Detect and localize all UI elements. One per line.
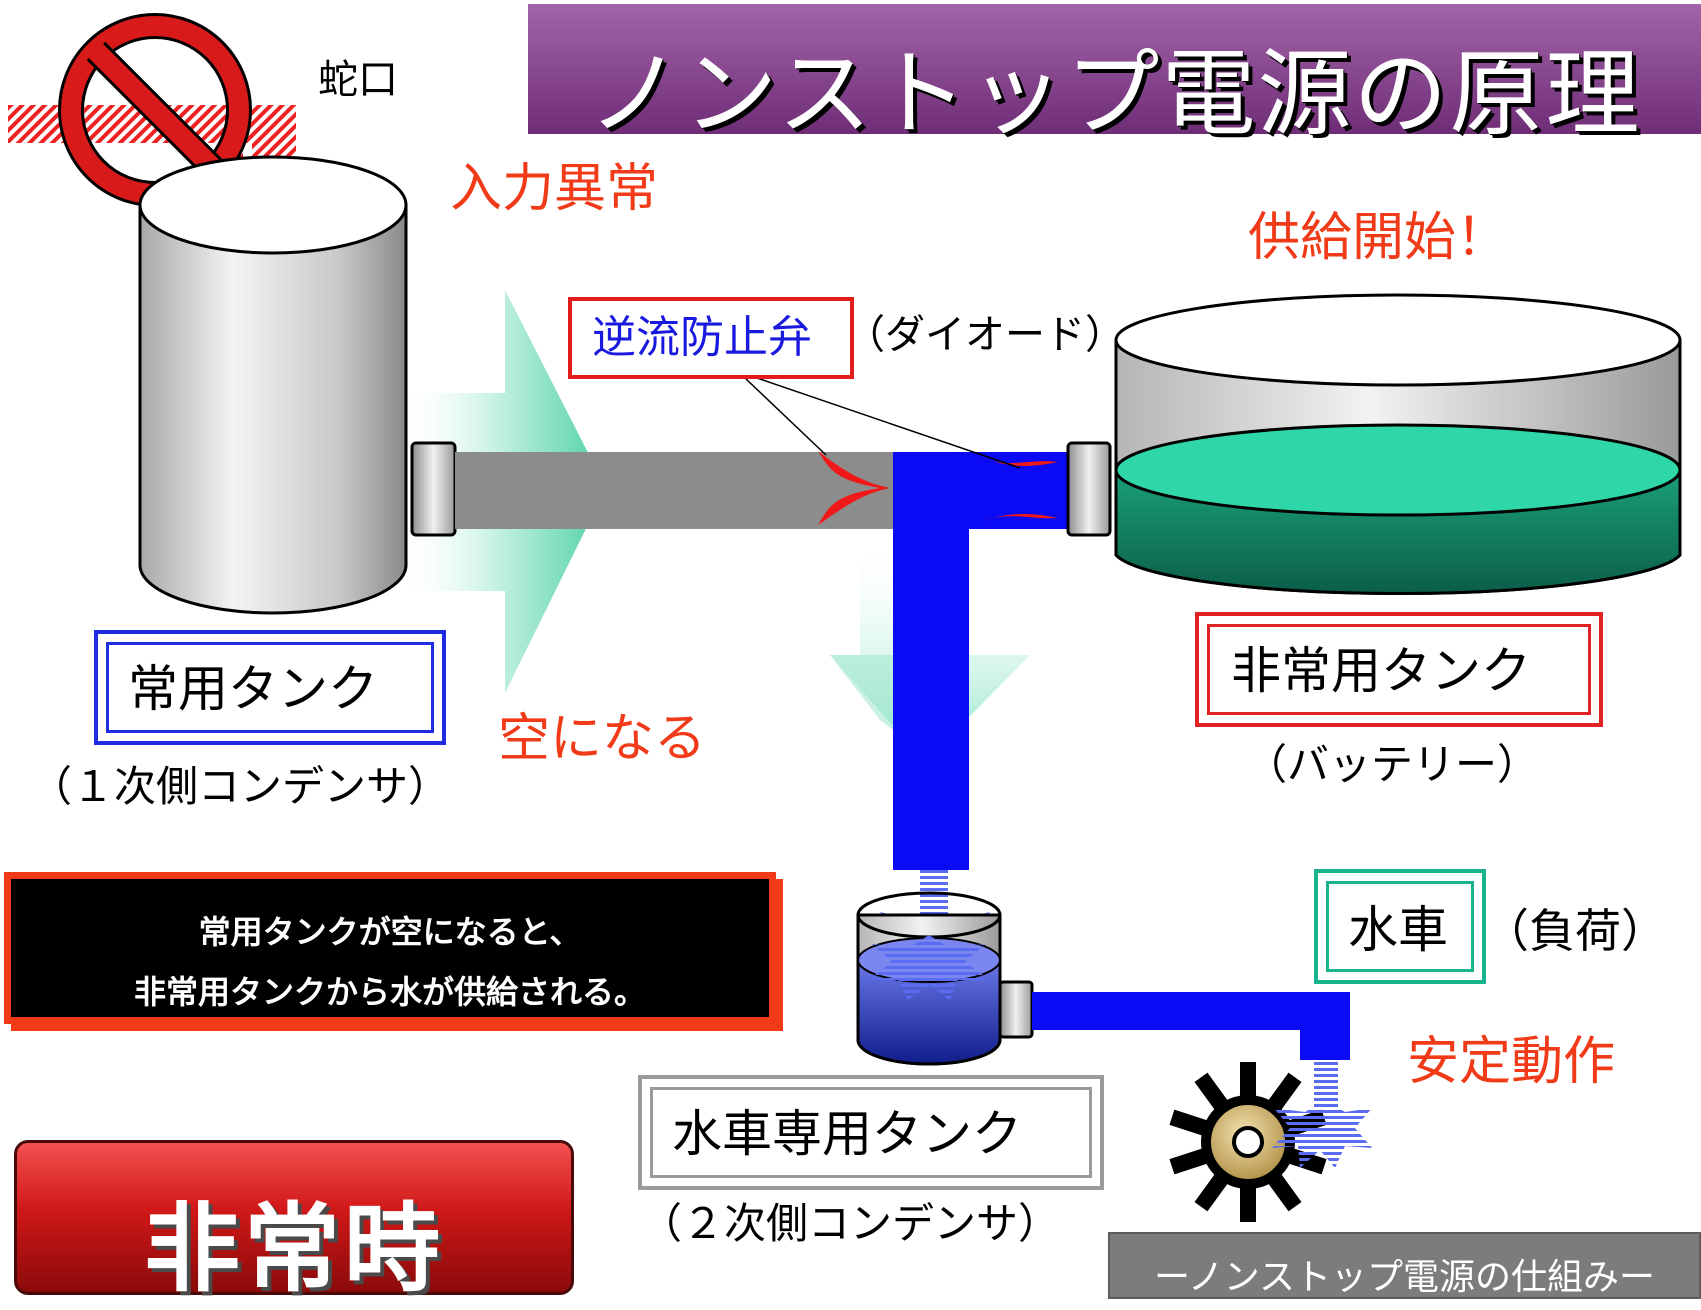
becomes-empty-label: 空になる <box>498 709 707 769</box>
emergency-tank-label-box: 非常用タンク <box>1195 612 1603 727</box>
page-title: ノンストップ電源の原理 <box>587 40 1642 149</box>
battery-tank-icon <box>1114 293 1682 595</box>
waterwheel-label-box: 水車 <box>1314 869 1486 984</box>
explanation-note: 常用タンクが空になると、 非常用タンクから水が供給される。 <box>4 872 776 1024</box>
water-stream-2 <box>1272 1060 1372 1168</box>
supply-start-label: 供給開始！ <box>1248 208 1509 268</box>
faucet-label: 蛇口 <box>318 57 398 103</box>
battery-label: （バッテリー） <box>1245 740 1540 789</box>
battery-connector <box>1066 441 1112 537</box>
note-line-1: 常用タンクが空になると、 <box>198 913 582 951</box>
secondary-capacitor-label: （２次側コンデンサ） <box>640 1199 1061 1248</box>
waterwheel-tank-icon <box>856 891 1002 1066</box>
input-abnormal-label: 入力異常 <box>450 159 659 219</box>
main-tank-connector <box>410 441 457 537</box>
waterwheel-tank-connector <box>998 980 1034 1039</box>
check-valve-icon <box>818 451 1058 525</box>
stable-operation-label: 安定動作 <box>1407 1032 1616 1092</box>
blue-pipe-to-wheel <box>1032 992 1350 1060</box>
title-banner: ノンストップ電源の原理 <box>528 4 1701 149</box>
footer-caption-box: ーノンストップ電源の仕組みー <box>1108 1232 1701 1299</box>
gray-pipe <box>455 452 893 529</box>
emergency-mode-label: 非常時 <box>144 1193 444 1305</box>
waterwheel-label: 水車 <box>1348 901 1448 959</box>
valve-leader-lines <box>744 377 1021 469</box>
main-tank-label-box: 常用タンク <box>94 630 446 745</box>
waterwheel-tank-label: 水車専用タンク <box>672 1105 1022 1163</box>
main-tank-label: 常用タンク <box>128 660 378 718</box>
check-valve-label: 逆流防止弁 <box>592 312 812 363</box>
diode-label: （ダイオード） <box>845 312 1125 358</box>
main-tank-icon <box>138 155 408 615</box>
emergency-tank-label: 非常用タンク <box>1231 642 1531 700</box>
check-valve-label-box: 逆流防止弁 <box>568 297 854 379</box>
load-label: （負荷） <box>1483 904 1667 958</box>
waterwheel-tank-label-box: 水車専用タンク <box>638 1075 1104 1190</box>
note-line-2: 非常用タンクから水が供給される。 <box>133 973 646 1011</box>
primary-capacitor-label: （１次側コンデンサ） <box>30 762 451 811</box>
footer-caption: ーノンストップ電源の仕組みー <box>1153 1257 1656 1298</box>
emergency-mode-badge: 非常時 <box>14 1140 574 1305</box>
